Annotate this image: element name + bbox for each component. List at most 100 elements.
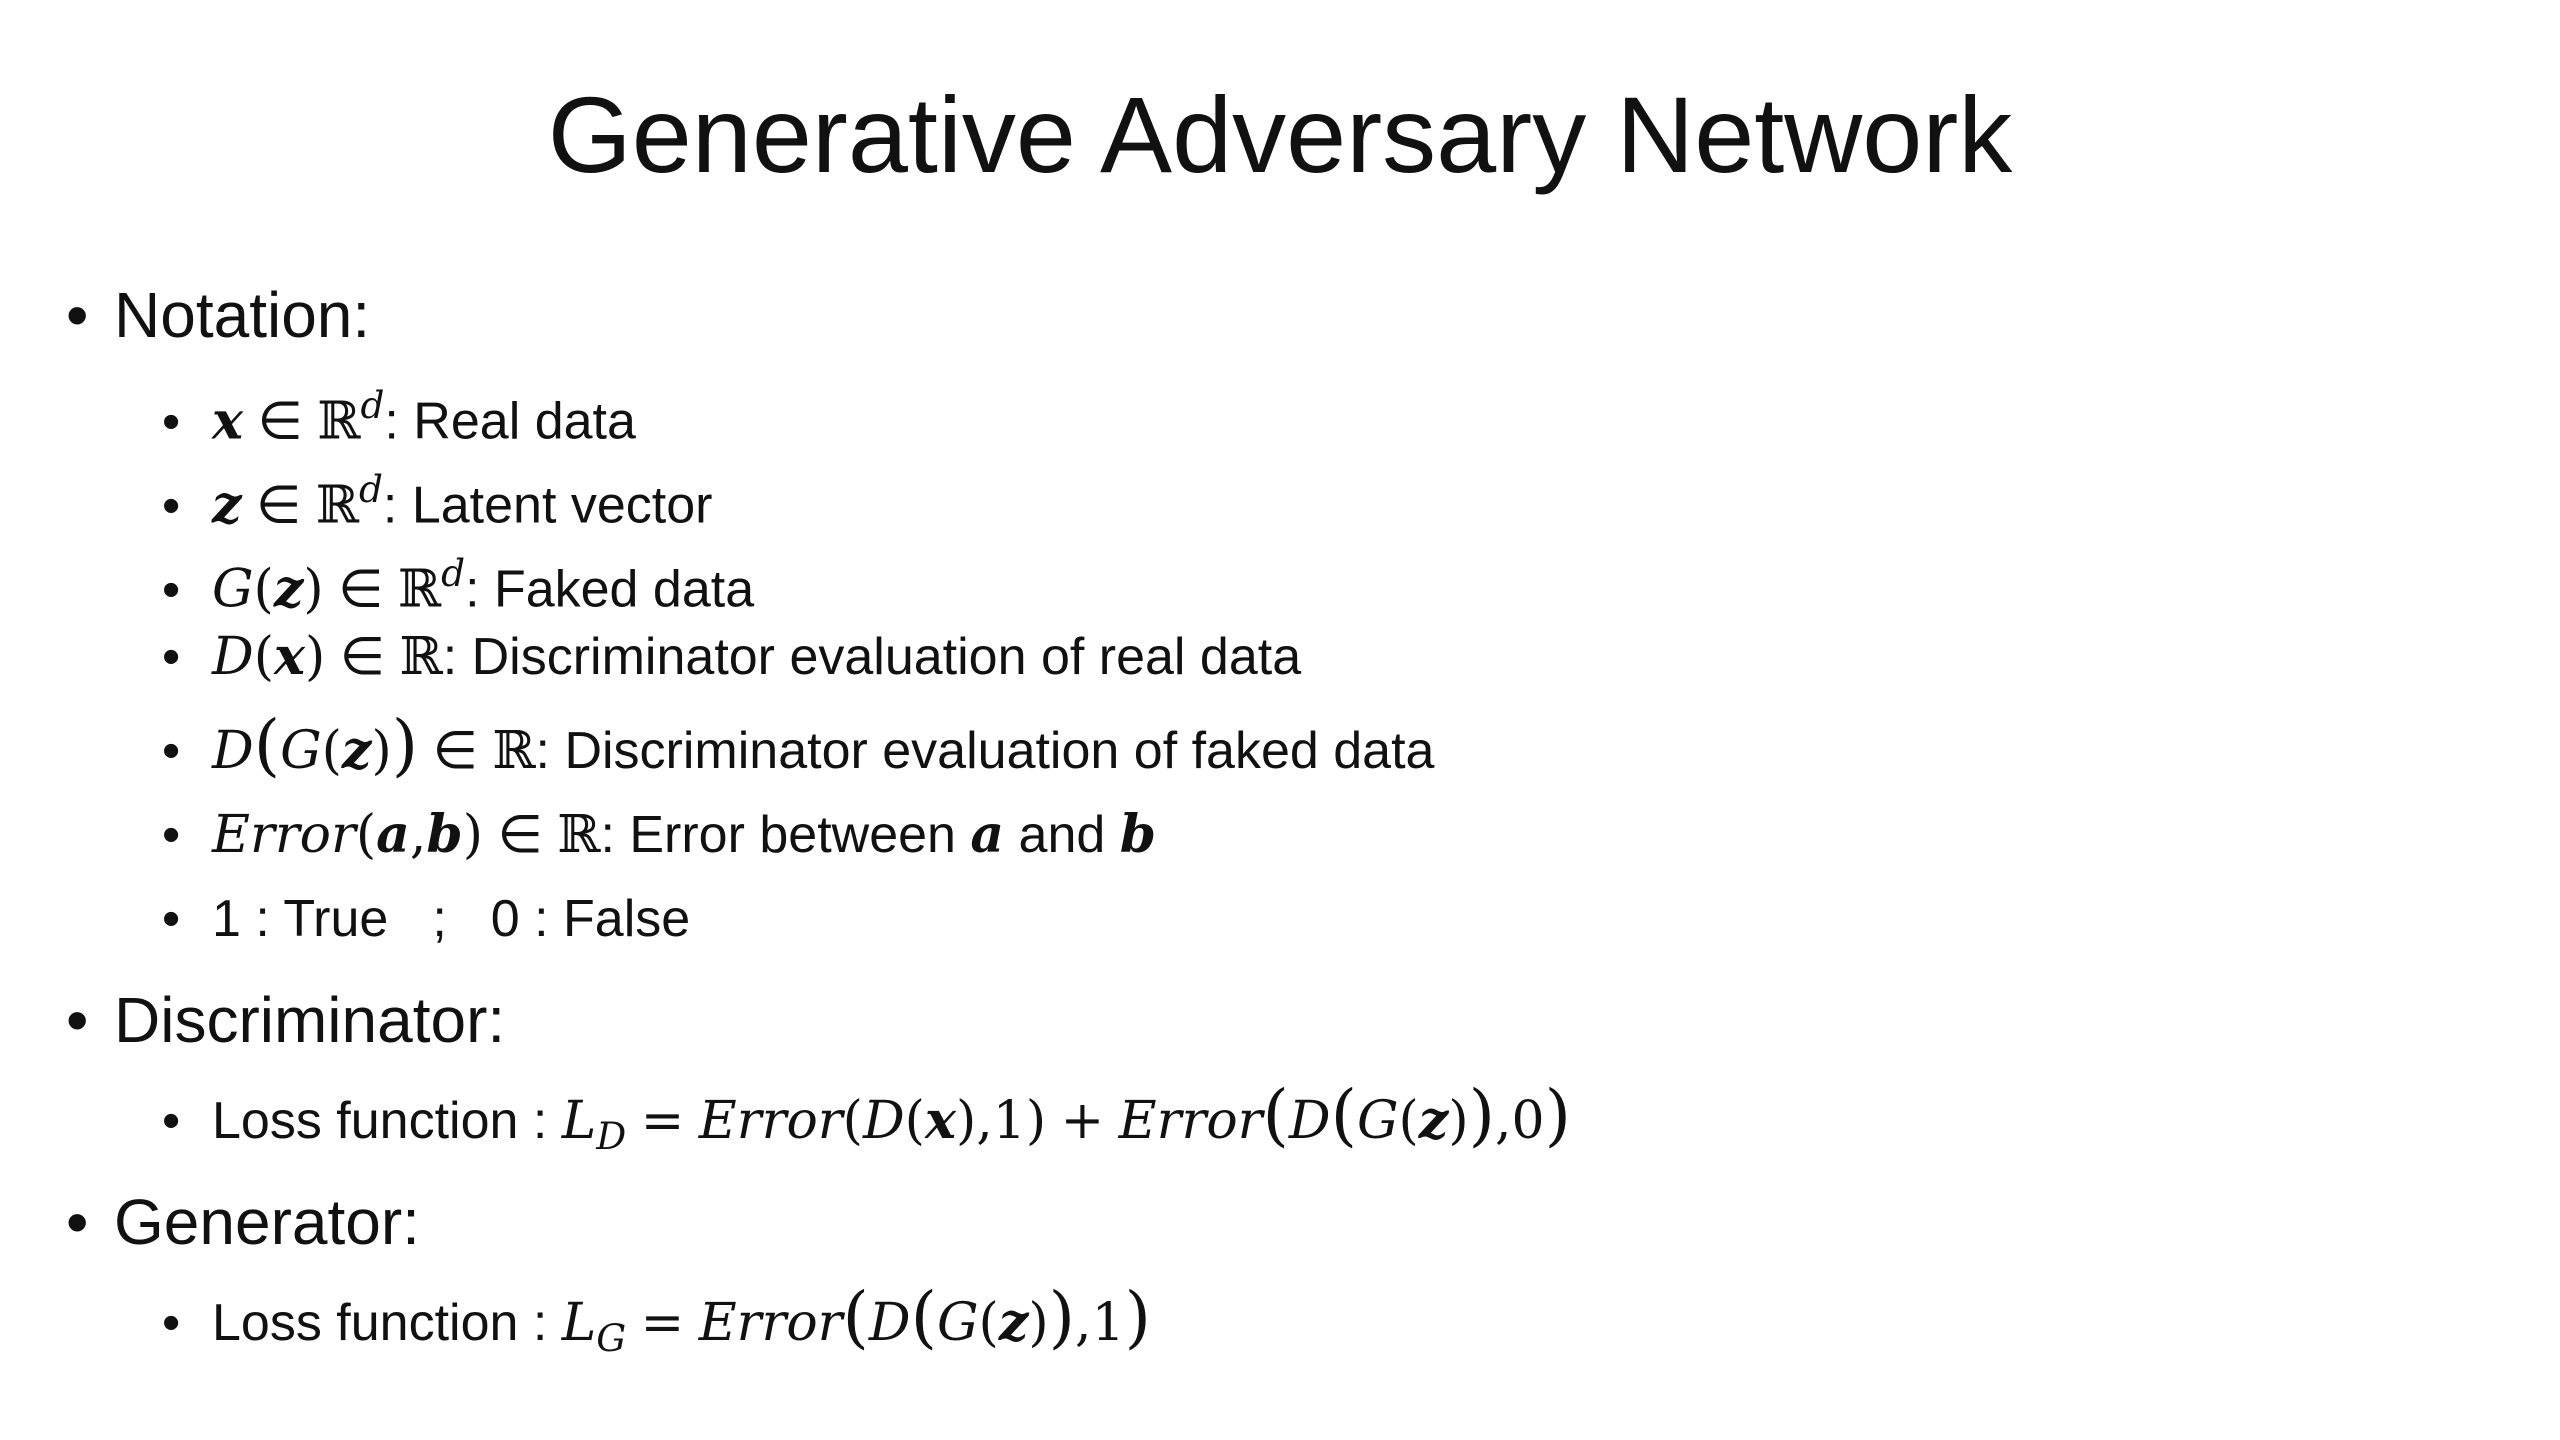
math-comma: , bbox=[1075, 1293, 1092, 1353]
notation-item-gz: •G(z) ∈ ℝd: Faked data bbox=[162, 538, 754, 625]
generator-heading: Generator: bbox=[114, 1186, 420, 1258]
notation-desc: : Faked data bbox=[465, 560, 755, 619]
math-paren-close: ) bbox=[1028, 1293, 1049, 1353]
math-paren-close: ) bbox=[391, 705, 419, 784]
notation-item-bool: • 1 : True; 0 : False bbox=[162, 884, 690, 954]
math-fn-d: D bbox=[868, 1293, 911, 1353]
math-paren-close: ) bbox=[371, 721, 392, 781]
math-set-reals: ℝ bbox=[397, 559, 442, 620]
math-paren-close: ) bbox=[1544, 1075, 1571, 1154]
bullet-icon: • bbox=[162, 890, 181, 948]
math-paren-open: ( bbox=[978, 1293, 999, 1353]
notation-desc: : Discriminator evaluation of real data bbox=[442, 628, 1302, 686]
math-fn-error: Error bbox=[698, 1091, 843, 1151]
math-one: 1 bbox=[1091, 1293, 1125, 1353]
math-var-z: z bbox=[273, 558, 304, 620]
math-fn-d: D bbox=[212, 721, 254, 781]
notation-item-error: •Error(a,b) ∈ ℝ: Error between a and b bbox=[162, 800, 1156, 870]
math-fn-d: D bbox=[1288, 1091, 1331, 1151]
math-fn-g: G bbox=[936, 1293, 979, 1353]
math-fn-d: D bbox=[862, 1091, 905, 1151]
math-element-of: ∈ bbox=[338, 560, 384, 619]
notation-heading-row: • Notation: bbox=[66, 275, 370, 355]
bullet-icon: • bbox=[162, 476, 181, 535]
notation-desc: : Error between bbox=[600, 806, 971, 864]
math-paren-open: ( bbox=[253, 705, 281, 784]
math-fn-error: Error bbox=[698, 1293, 843, 1353]
math-set-reals: ℝ bbox=[399, 627, 443, 687]
math-fn-g: G bbox=[212, 559, 254, 620]
math-var-z: z bbox=[1418, 1090, 1449, 1151]
discriminator-heading-row: •Discriminator: bbox=[66, 980, 505, 1060]
notation-item-dgz: •D(G(z)) ∈ ℝ: Discriminator evaluation o… bbox=[162, 710, 1434, 786]
math-paren-close: ) bbox=[305, 627, 326, 687]
math-paren-open: ( bbox=[355, 805, 377, 865]
math-paren-close: ) bbox=[1448, 1091, 1469, 1151]
loss-label: Loss function : bbox=[212, 1294, 562, 1352]
math-paren-open: ( bbox=[842, 1277, 869, 1356]
math-paren-open: ( bbox=[1262, 1075, 1289, 1154]
notation-and: and bbox=[1004, 806, 1120, 864]
math-set-reals: ℝ bbox=[315, 475, 359, 536]
math-set-reals: ℝ bbox=[317, 391, 361, 452]
bullet-icon: • bbox=[66, 1186, 89, 1258]
bullet-icon: • bbox=[162, 806, 181, 864]
math-var-b: b bbox=[426, 804, 463, 865]
bullet-icon: • bbox=[162, 722, 181, 780]
math-paren-open: ( bbox=[253, 627, 274, 687]
math-var-a: a bbox=[376, 804, 410, 865]
notation-heading: Notation: bbox=[114, 279, 371, 351]
notation-desc: : Latent vector bbox=[382, 476, 713, 535]
bullet-icon: • bbox=[162, 560, 181, 619]
bullet-icon: • bbox=[162, 628, 181, 686]
notation-item-x: •x ∈ ℝd: Real data bbox=[162, 370, 636, 457]
bool-true-text: 1 : True bbox=[212, 890, 389, 948]
math-var-z: z bbox=[212, 474, 242, 536]
math-var-a: a bbox=[970, 804, 1005, 865]
math-fn-d: D bbox=[212, 627, 254, 687]
math-element-of: ∈ bbox=[432, 722, 478, 780]
bool-separator: ; bbox=[432, 890, 447, 948]
math-element-of: ∈ bbox=[339, 628, 386, 686]
math-paren-open: ( bbox=[842, 1091, 863, 1151]
math-var-l: L bbox=[561, 1293, 597, 1353]
bullet-icon: • bbox=[162, 1294, 181, 1352]
math-var-x: x bbox=[274, 626, 306, 687]
math-element-of: ∈ bbox=[257, 392, 303, 451]
math-comma: , bbox=[1495, 1091, 1512, 1151]
notation-desc: : Discriminator evaluation of faked data bbox=[535, 722, 1435, 780]
math-plus: + bbox=[1060, 1091, 1105, 1151]
generator-loss-row: •Loss function : LG = Error(D(G(z)),1) bbox=[162, 1282, 1151, 1373]
math-subscript-d: D bbox=[596, 1114, 627, 1159]
bool-false-text: 0 : False bbox=[490, 890, 691, 948]
bullet-icon: • bbox=[66, 279, 89, 351]
math-one: 1 bbox=[992, 1091, 1026, 1151]
math-paren-open: ( bbox=[321, 721, 342, 781]
math-paren-open: ( bbox=[910, 1277, 937, 1356]
math-var-z: z bbox=[998, 1292, 1029, 1353]
discriminator-heading: Discriminator: bbox=[114, 984, 506, 1056]
math-var-x: x bbox=[212, 390, 244, 452]
math-var-l: L bbox=[561, 1091, 597, 1151]
math-comma: , bbox=[409, 805, 427, 865]
math-paren-open: ( bbox=[1330, 1075, 1357, 1154]
math-paren-close: ) bbox=[303, 559, 324, 620]
math-paren-open: ( bbox=[904, 1091, 925, 1151]
notation-item-dx: • D(x) ∈ ℝ: Discriminator evaluation of r… bbox=[162, 622, 1301, 692]
math-exponent-d: d bbox=[360, 383, 385, 427]
math-exponent-d: d bbox=[358, 467, 383, 511]
slide-title: Generative Adversary Network bbox=[547, 74, 2013, 195]
math-paren-open: ( bbox=[253, 559, 274, 620]
notation-item-z: • z ∈ ℝd: Latent vector bbox=[162, 454, 712, 541]
math-comma: , bbox=[976, 1091, 993, 1151]
math-fn-g: G bbox=[1356, 1091, 1399, 1151]
loss-label: Loss function : bbox=[212, 1092, 562, 1150]
math-var-z: z bbox=[341, 720, 372, 781]
discriminator-loss-row: •Loss function : LD = Error(D(x),1) + Er… bbox=[162, 1080, 1571, 1171]
math-paren-close: ) bbox=[1124, 1277, 1152, 1356]
math-fn-error: Error bbox=[212, 805, 356, 865]
math-paren-close: ) bbox=[1025, 1091, 1047, 1151]
math-fn-error: Error bbox=[1118, 1091, 1263, 1151]
math-element-of: ∈ bbox=[255, 476, 302, 535]
